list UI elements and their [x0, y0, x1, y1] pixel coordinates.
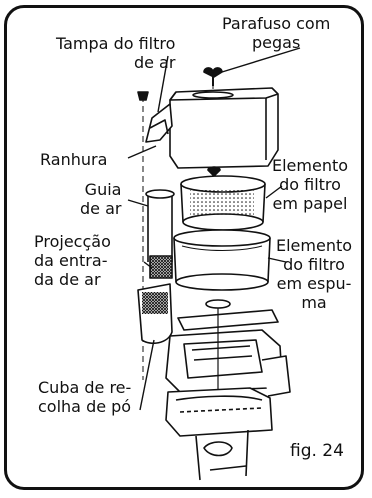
label-projeccao: Projecção da entra- da de ar	[34, 232, 111, 289]
gasket	[177, 309, 279, 331]
label-espuma: Elemento do filtro em espu- ma	[276, 236, 353, 312]
leader-lines	[127, 47, 301, 411]
label-papel: Elemento do filtro em papel	[272, 156, 349, 213]
dust-cup	[137, 283, 173, 345]
engine-base	[165, 308, 291, 481]
figure-frame	[4, 5, 364, 490]
wing-screw	[203, 67, 223, 98]
pin	[207, 166, 221, 177]
foam-element	[173, 229, 271, 291]
figure-label: fig. 24	[290, 441, 344, 461]
washer	[205, 299, 231, 309]
label-ranhura: Ranhura	[40, 150, 108, 169]
paper-element	[180, 175, 266, 231]
long-bolt	[137, 91, 149, 380]
filter-cover	[145, 87, 279, 169]
label-cuba: Cuba de re- colha de pó	[38, 378, 132, 416]
label-guia: Guia de ar	[80, 180, 122, 218]
label-parafuso: Parafuso com pegas	[222, 14, 331, 52]
air-guide	[145, 189, 175, 279]
label-tampa: Tampa do filtro de ar	[56, 34, 176, 72]
